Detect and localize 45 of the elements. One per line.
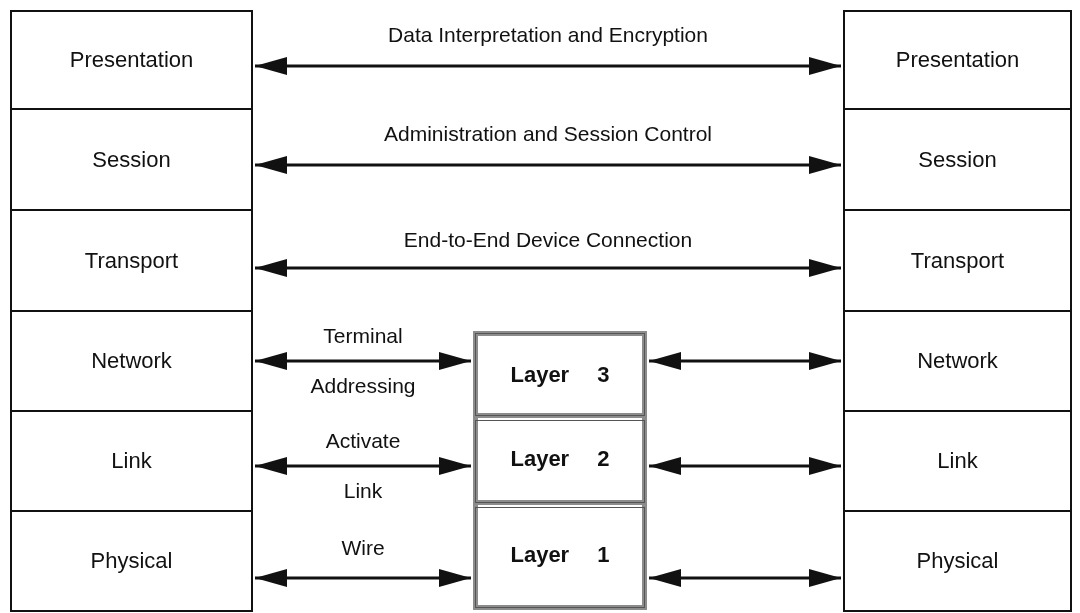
layer-name: Physical (90, 548, 173, 574)
layer-name: Layer 1 (510, 542, 610, 568)
double-arrow (255, 259, 841, 277)
edge-label: Wire (341, 535, 385, 561)
layer-name: Link (111, 448, 152, 474)
device-layer-box (473, 505, 647, 610)
edge-label: Administration and Session Control (384, 121, 712, 147)
double-arrow (255, 457, 471, 475)
layer-name: Session (918, 146, 997, 173)
edge-label: Activate Link (325, 428, 401, 504)
double-arrow (255, 569, 471, 587)
layer-name: Session (92, 146, 171, 173)
double-arrow (255, 57, 841, 75)
double-arrow (255, 352, 471, 370)
double-arrow (649, 569, 841, 587)
layer-box (843, 312, 1072, 412)
layer-box (10, 110, 253, 211)
layer-box (10, 211, 253, 312)
device-layer-box (473, 418, 647, 505)
edge-label: Terminal Addressing (310, 323, 416, 399)
layer-name: Transport (910, 247, 1005, 274)
layer-name: Link (937, 448, 978, 474)
layer-box (10, 10, 253, 110)
edge-label: Data Interpretation and Encryption (388, 22, 708, 48)
layer-box (10, 412, 253, 512)
layer-box (843, 512, 1072, 612)
layer-name: Physical (916, 548, 999, 574)
layer-box (843, 412, 1072, 512)
layer-box (10, 512, 253, 612)
double-arrow (649, 457, 841, 475)
layer-box (843, 10, 1072, 110)
layer-name: Presentation (69, 47, 194, 73)
layer-name: Network (91, 348, 172, 374)
layer-name: Presentation (895, 47, 1020, 73)
layer-box (10, 312, 253, 412)
double-arrow (649, 352, 841, 370)
layer-box (843, 110, 1072, 211)
layer-name: Layer 3 (510, 361, 610, 388)
device-layer-box (473, 331, 647, 418)
layer-box (843, 211, 1072, 312)
layer-name: Network (917, 348, 998, 374)
double-arrow (255, 156, 841, 174)
layer-name: Transport (84, 247, 179, 274)
edge-label: End-to-End Device Connection (403, 227, 693, 253)
layer-name: Layer 2 (510, 446, 610, 472)
